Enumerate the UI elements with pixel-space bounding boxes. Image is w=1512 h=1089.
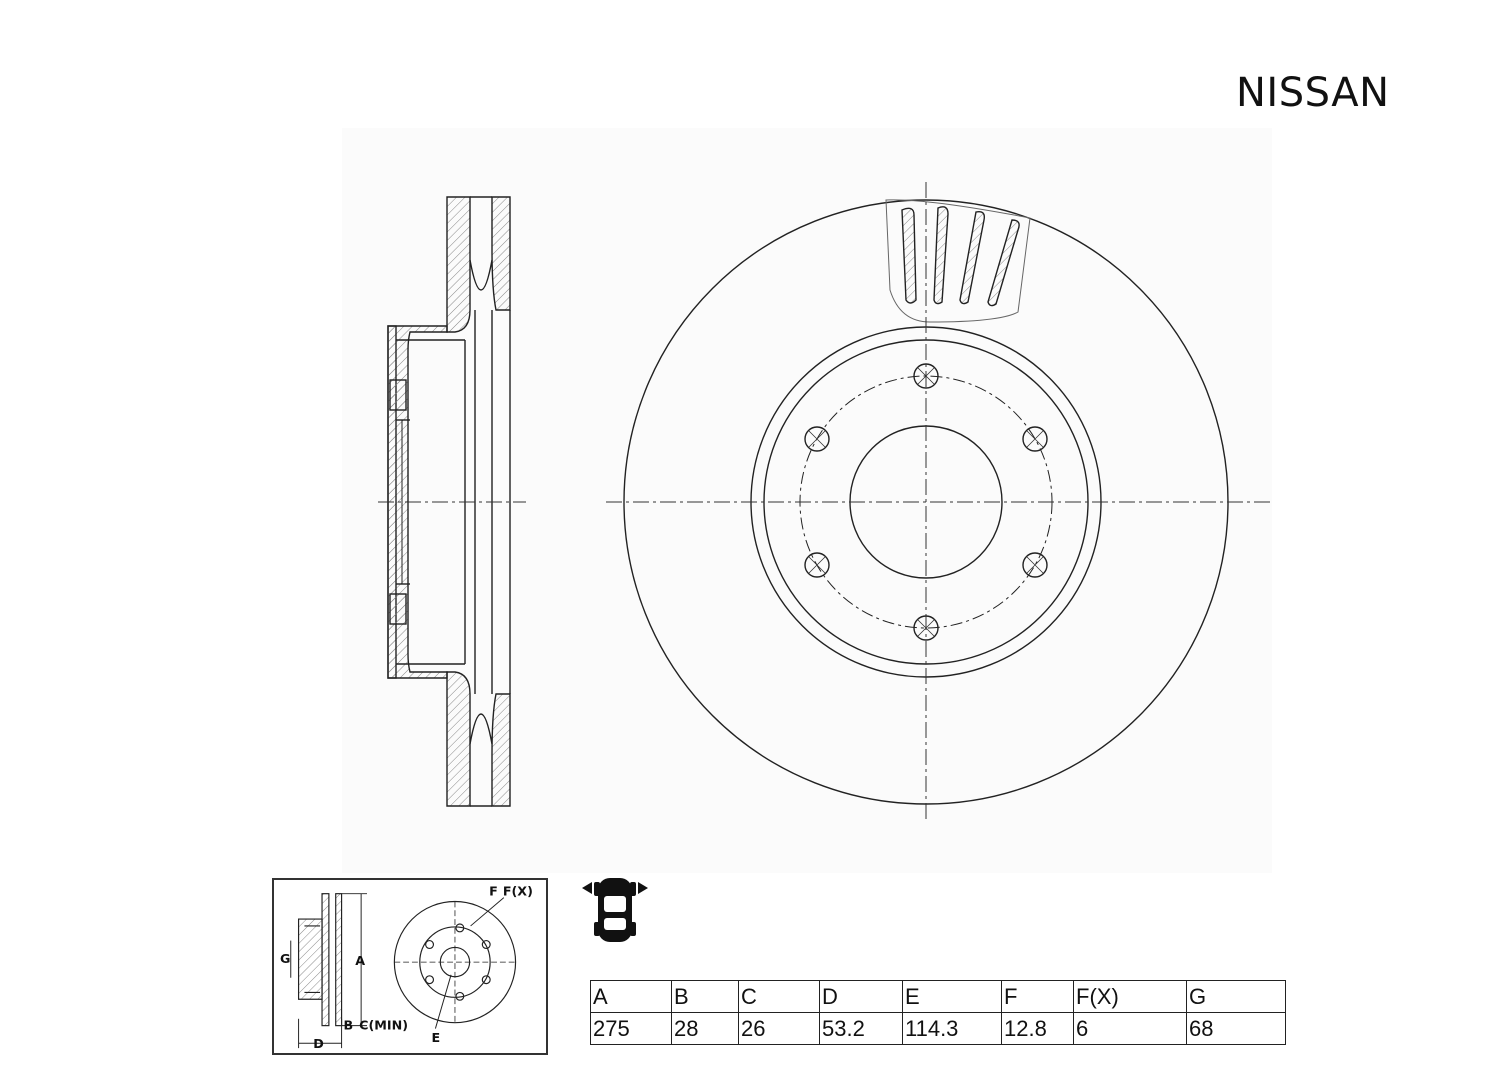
label-c-min: C(MIN) — [359, 1018, 408, 1033]
spec-value-e: 114.3 — [902, 1012, 1002, 1045]
spec-value-c: 26 — [738, 1012, 820, 1045]
spec-value-d: 53.2 — [819, 1012, 903, 1045]
front-center-lines — [606, 182, 1270, 822]
spec-header-e: E — [902, 980, 1002, 1013]
spec-header-fx: F(X) — [1073, 980, 1187, 1013]
spec-header-b: B — [671, 980, 739, 1013]
label-a: A — [355, 953, 365, 968]
label-fx: F(X) — [503, 884, 533, 899]
spec-header-g: G — [1186, 980, 1286, 1013]
spec-value-b: 28 — [671, 1012, 739, 1045]
spec-header-d: D — [819, 980, 903, 1013]
spec-value-row: 275 28 26 53.2 114.3 12.8 6 68 — [590, 1012, 1286, 1045]
vent-slots — [901, 206, 1020, 307]
spec-value-a: 275 — [590, 1012, 672, 1045]
label-e: E — [432, 1030, 441, 1045]
label-d: D — [313, 1036, 324, 1051]
bolt-hole-crosshairs — [808, 367, 1044, 637]
label-f: F — [489, 884, 498, 899]
spec-value-fx: 6 — [1073, 1012, 1187, 1045]
main-drawing — [342, 128, 1272, 873]
front-axle-car-icon — [582, 878, 648, 942]
spec-header-c: C — [738, 980, 820, 1013]
spec-table: A B C D E F F(X) G 275 28 26 53.2 114.3 … — [590, 980, 1286, 1045]
spec-value-f: 12.8 — [1001, 1012, 1074, 1045]
spec-header-row: A B C D E F F(X) G — [590, 980, 1286, 1013]
label-g: G — [280, 951, 290, 966]
label-b: B — [344, 1018, 354, 1033]
brand-name: NISSAN — [1236, 70, 1390, 116]
spec-header-a: A — [590, 980, 672, 1013]
spec-value-g: 68 — [1186, 1012, 1286, 1045]
spec-header-f: F — [1001, 980, 1074, 1013]
dimension-reference-drawing: F F(X) G A B C(MIN) D E — [272, 878, 548, 1055]
